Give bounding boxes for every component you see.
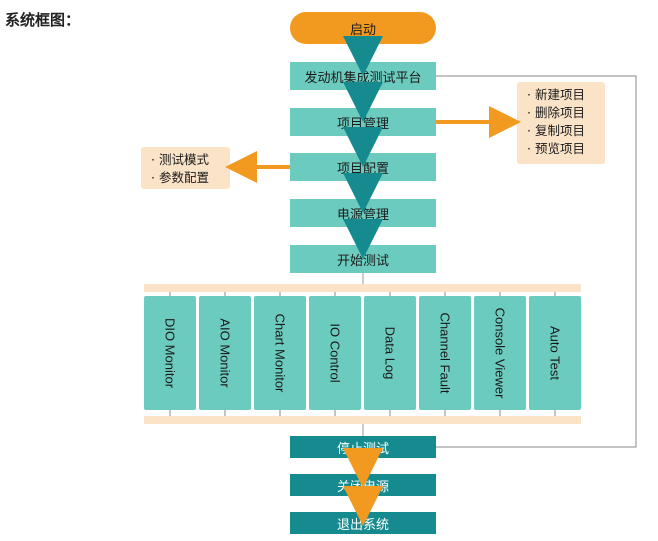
module-label: DIO Monitor <box>162 317 178 389</box>
module-label: Data Log <box>382 326 398 380</box>
start-label: 启动 <box>349 22 376 38</box>
diagram-heading: 系统框图： <box>5 11 81 29</box>
config-option-item: · 测试模式 <box>151 152 209 167</box>
project-action-item: · 复制项目 <box>527 123 585 138</box>
module-io-control: IO Control <box>309 296 361 410</box>
project-action-item: · 预览项目 <box>527 141 585 156</box>
module-label: Console Viewer <box>492 307 508 399</box>
module-label: IO Control <box>327 323 343 383</box>
platform-node: 发动机集成测试平台 <box>290 62 436 90</box>
module-label: AIO Monitor <box>217 318 233 388</box>
start-node: 启动 <box>290 12 436 44</box>
modules-top-band <box>144 284 581 292</box>
platform-label: 发动机集成测试平台 <box>304 70 422 86</box>
module-label: Channel Fault <box>437 312 453 394</box>
module-console-viewer: Console Viewer <box>474 296 526 410</box>
module-label: Auto Test <box>547 326 563 380</box>
loop-back-line <box>436 75 637 448</box>
module-label: Chart Monitor <box>272 313 288 393</box>
config-option-item: · 参数配置 <box>151 170 209 185</box>
module-ticks <box>169 292 556 416</box>
config-options-note: · 测试模式 · 参数配置 <box>141 147 230 189</box>
module-dio-monitor: DIO Monitor <box>144 296 196 410</box>
module-chart-monitor: Chart Monitor <box>254 296 306 410</box>
project-action-item: · 新建项目 <box>527 87 585 102</box>
project-actions-note: · 新建项目 · 删除项目 · 复制项目 · 预览项目 <box>517 82 605 164</box>
module-aio-monitor: AIO Monitor <box>199 296 251 410</box>
modules-bottom-band <box>144 416 581 424</box>
project-action-item: · 删除项目 <box>527 105 585 120</box>
module-auto-test: Auto Test <box>529 296 581 410</box>
module-channel-fault: Channel Fault <box>419 296 471 410</box>
module-data-log: Data Log <box>364 296 416 410</box>
